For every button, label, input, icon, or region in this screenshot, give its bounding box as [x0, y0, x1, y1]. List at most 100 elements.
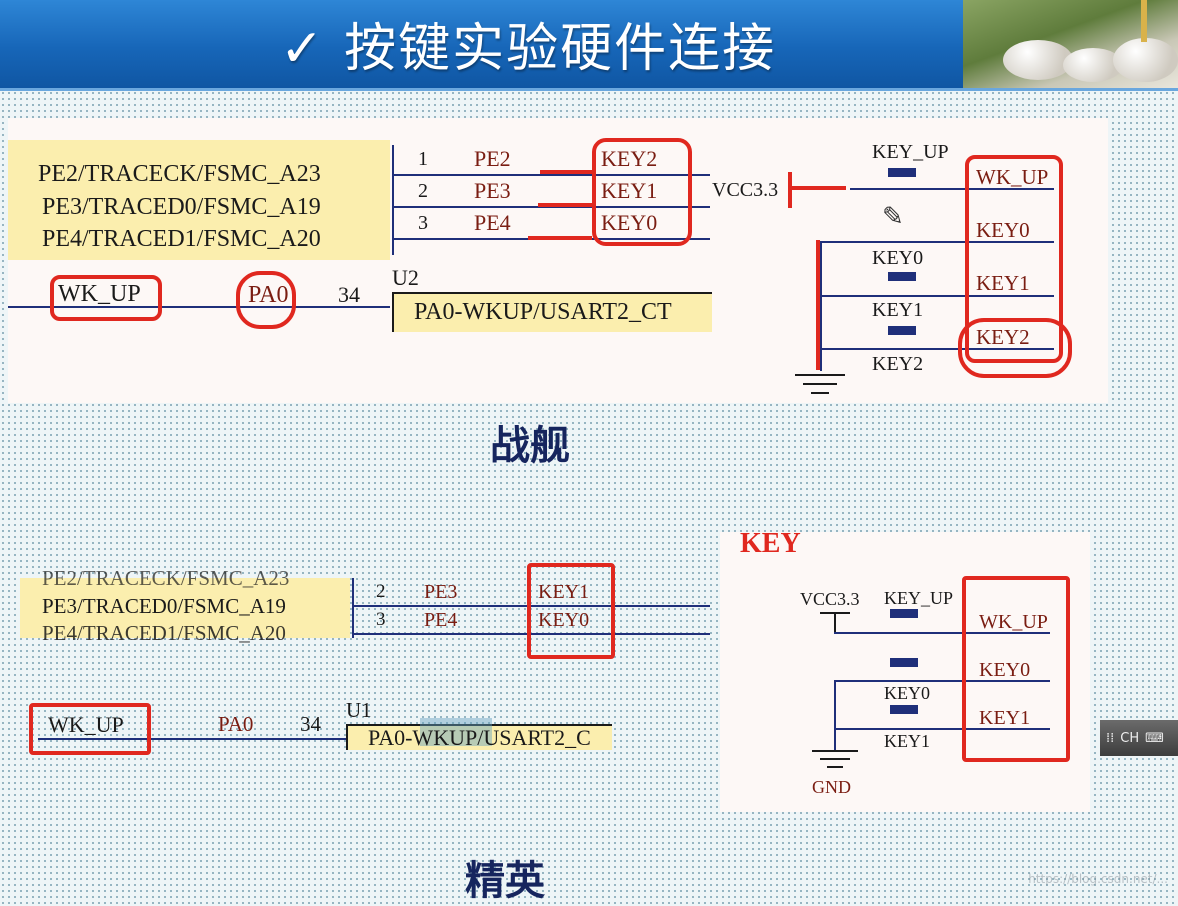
top-pin-box-edge	[392, 145, 394, 255]
bottom-pa0-net: PA0	[218, 712, 254, 736]
top-wire-pa0	[8, 306, 390, 308]
bottom-chip-body	[346, 724, 612, 750]
top-button-key2: KEY2	[872, 353, 924, 375]
top-ground-rail	[820, 241, 822, 371]
bottom-key-label-1: KEY1	[538, 581, 590, 603]
top-pa0-highlight	[236, 271, 296, 329]
top-net-pe2: PE2	[474, 146, 511, 171]
title-photo	[963, 0, 1178, 88]
bottom-vcc-drop	[834, 612, 836, 632]
top-key2-circle	[958, 318, 1072, 378]
bottom-net-pe3: PE3	[424, 581, 458, 603]
top-right-net-key0: KEY0	[976, 218, 1030, 242]
top-keys-highlight	[592, 138, 692, 246]
bottom-ground-3	[827, 766, 843, 768]
top-pin-name-1: PE2/TRACECK/FSMC_A23	[38, 161, 321, 187]
bottom-keys-highlight	[527, 563, 615, 659]
bottom-pa0-pin: 34	[300, 712, 321, 736]
top-switch-key1	[888, 272, 916, 281]
bottom-right-net-wkup: WK_UP	[979, 611, 1048, 633]
bottom-right-net-key0: KEY0	[979, 659, 1031, 681]
bottom-switch-key-up	[890, 609, 918, 618]
bottom-button-key-up: KEY_UP	[884, 588, 954, 608]
ime-label: CH	[1120, 730, 1140, 746]
bottom-button-key1: KEY1	[884, 731, 930, 751]
pencil-cursor-icon: ✎	[882, 202, 904, 231]
bottom-wire-pa0	[38, 738, 348, 740]
top-switch-key-up-line	[850, 188, 1054, 190]
bottom-button-key0: KEY0	[884, 683, 930, 703]
bottom-chip-selection	[420, 718, 492, 746]
top-switch-key0-line	[820, 241, 1054, 243]
bottom-pin-num-3: 3	[376, 609, 386, 630]
top-pin-name-2: PE3/TRACED0/FSMC_A19	[42, 194, 321, 220]
top-button-key-up: KEY_UP	[872, 141, 949, 163]
top-chip-ref: U2	[392, 265, 419, 290]
bottom-chip-ref: U1	[346, 698, 372, 722]
top-right-nets-highlight	[965, 155, 1063, 363]
grip-icon: ⁞⁞	[1106, 730, 1115, 746]
bottom-wkup-highlight	[29, 703, 151, 755]
top-wkup-net: WK_UP	[58, 281, 141, 307]
bottom-switch-key-up-line	[834, 632, 1050, 634]
top-switch-key2-line	[820, 348, 1054, 350]
top-net-pe4: PE4	[474, 210, 511, 235]
check-icon: ✓	[280, 19, 326, 79]
top-chip-pin-name: PA0-WKUP/USART2_CT	[414, 299, 672, 325]
top-pin-name-3: PE4/TRACED1/FSMC_A20	[42, 226, 321, 252]
top-pin-num-1: 1	[418, 148, 428, 170]
bottom-section-title: KEY	[740, 528, 801, 559]
top-board-label: 战舰	[490, 423, 570, 469]
top-ground-1	[795, 374, 845, 376]
bottom-wkup-net: WK_UP	[48, 712, 124, 737]
top-ground-2	[803, 383, 837, 385]
bottom-switch-key0-line	[834, 680, 1050, 682]
top-vcc-label: VCC3.3	[712, 179, 779, 201]
bottom-chip-pin-name: PA0-WKUP/USART2_C	[368, 725, 591, 750]
top-right-net-key1: KEY1	[976, 271, 1030, 295]
top-red-stroke-1	[540, 170, 592, 174]
top-wkup-highlight	[50, 275, 162, 321]
bottom-ground-rail	[834, 680, 836, 750]
bottom-wire-pe3	[352, 605, 710, 607]
bottom-right-nets-highlight	[962, 576, 1070, 762]
top-switch-key-up	[888, 168, 916, 177]
bottom-switch-key1	[890, 705, 918, 714]
bottom-gnd-label: GND	[812, 777, 851, 797]
top-switch-key1-line	[820, 295, 1054, 297]
top-net-pe3: PE3	[474, 178, 511, 203]
bottom-net-pe4: PE4	[424, 609, 458, 631]
slide-title-text: 按键实验硬件连接	[344, 19, 777, 79]
top-right-net-key2: KEY2	[976, 325, 1030, 349]
bottom-switch-key1-line	[834, 728, 1050, 730]
top-key-label-2: KEY2	[601, 146, 658, 171]
bottom-wire-pe4	[352, 633, 710, 635]
top-red-stroke-3	[528, 236, 592, 240]
bottom-ground-1	[812, 750, 858, 752]
top-chip-body	[392, 292, 712, 332]
bottom-ground-2	[820, 758, 850, 760]
bottom-pin-name-2: PE3/TRACED0/FSMC_A19	[42, 594, 286, 618]
top-button-key1: KEY1	[872, 299, 924, 321]
bottom-board-label: 精英	[465, 858, 545, 904]
top-pin-num-3: 3	[418, 212, 428, 234]
top-pin-num-2: 2	[418, 180, 428, 202]
top-switch-key2	[888, 326, 916, 335]
top-vcc-arrow	[790, 186, 846, 190]
top-red-ground-stroke	[816, 240, 820, 370]
top-key-label-0: KEY0	[601, 210, 658, 235]
top-key-label-1: KEY1	[601, 178, 658, 203]
top-wire-pe3	[392, 206, 710, 208]
bottom-pin-name-3: PE4/TRACED1/FSMC_A20	[42, 621, 286, 645]
top-button-key0: KEY0	[872, 247, 924, 269]
top-red-stroke-2	[538, 203, 592, 207]
bottom-vcc-label: VCC3.3	[800, 589, 860, 609]
keyboard-icon: ⌨	[1145, 730, 1164, 746]
top-ground-3	[811, 392, 829, 394]
top-right-net-wkup: WK_UP	[976, 165, 1049, 189]
top-vcc-bar	[788, 172, 792, 208]
bottom-pin-box	[20, 578, 350, 638]
top-pin-box	[8, 140, 390, 260]
ime-indicator[interactable]: ⁞⁞ CH ⌨	[1100, 720, 1178, 756]
watermark: https://blog.csdn.net/...	[1028, 872, 1168, 886]
